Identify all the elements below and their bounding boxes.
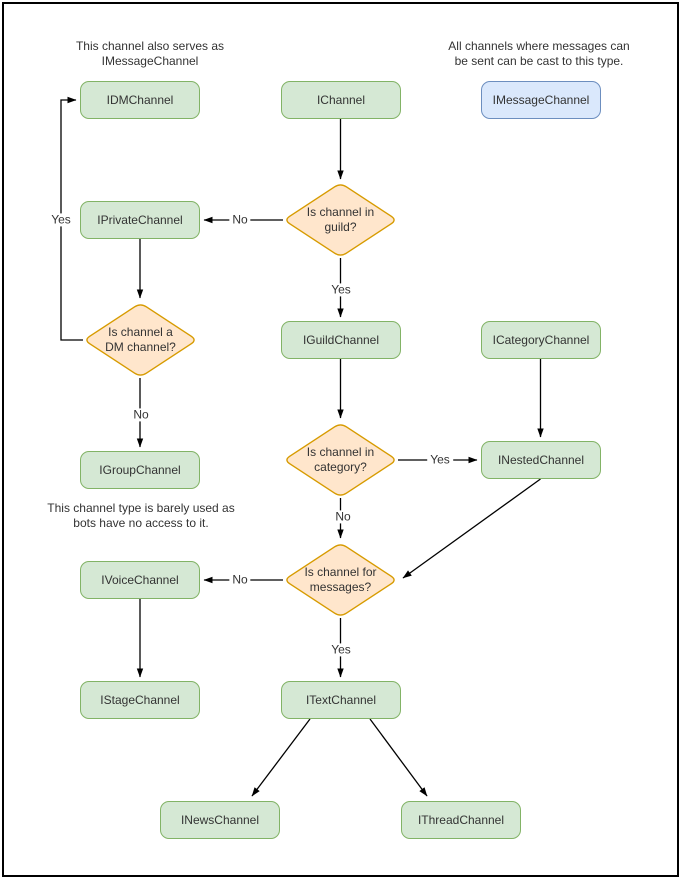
arrow-inestedchannel-to-messages-decision <box>402 478 541 579</box>
node-inewschannel: INewsChannel <box>160 801 280 839</box>
arrow-itextchannel-to-inewschannel <box>251 718 311 797</box>
edge-label-messages-yes: Yes <box>328 643 354 657</box>
diamond-shape <box>286 184 395 256</box>
edge-label-category-no: No <box>332 510 354 524</box>
decision-is-channel-in-guild: Is channel in guild? <box>283 182 398 258</box>
node-igroupchannel: IGroupChannel <box>80 451 200 489</box>
node-icategorychannel: ICategoryChannel <box>481 321 601 359</box>
diamond-shape <box>286 544 395 616</box>
edge-label-dm-yes: Yes <box>48 213 74 227</box>
node-ichannel: IChannel <box>281 81 401 119</box>
node-ithreadchannel: IThreadChannel <box>401 801 521 839</box>
node-iguildchannel: IGuildChannel <box>281 321 401 359</box>
node-iprivatechannel: IPrivateChannel <box>80 201 200 239</box>
node-ivoicechannel: IVoiceChannel <box>80 561 200 599</box>
decision-label: Is channel in category? <box>306 445 375 474</box>
node-idmchannel: IDMChannel <box>80 81 200 119</box>
decision-label: Is channel a DM channel? <box>105 325 176 354</box>
edge-label-messages-no: No <box>229 573 251 587</box>
node-itextchannel: ITextChannel <box>281 681 401 719</box>
edge-label-guild-yes: Yes <box>328 283 354 297</box>
arrow-itextchannel-to-ithreadchannel <box>369 718 428 797</box>
decision-label: Is channel in guild? <box>306 205 375 234</box>
node-istagechannel: IStageChannel <box>80 681 200 719</box>
annotation-dm-serves-imessagechannel: This channel also serves as IMessageChan… <box>75 39 225 69</box>
diamond-shape <box>86 304 195 376</box>
annotation-imessagechannel-cast: All channels where messages can be sent … <box>448 39 630 69</box>
diamond-shape <box>286 424 395 496</box>
decision-is-channel-for-messages: Is channel for messages? <box>283 542 398 618</box>
decision-is-channel-in-category: Is channel in category? <box>283 422 398 498</box>
node-inestedchannel: INestedChannel <box>481 441 601 479</box>
edge-label-dm-no: No <box>130 408 152 422</box>
node-imessagechannel: IMessageChannel <box>481 81 601 119</box>
decision-is-channel-a-dm: Is channel a DM channel? <box>83 302 198 378</box>
edge-label-category-yes: Yes <box>427 453 453 467</box>
annotation-igroupchannel-barely-used: This channel type is barely used as bots… <box>47 501 235 531</box>
edge-label-guild-no: No <box>229 213 251 227</box>
decision-label: Is channel for messages? <box>304 565 377 594</box>
